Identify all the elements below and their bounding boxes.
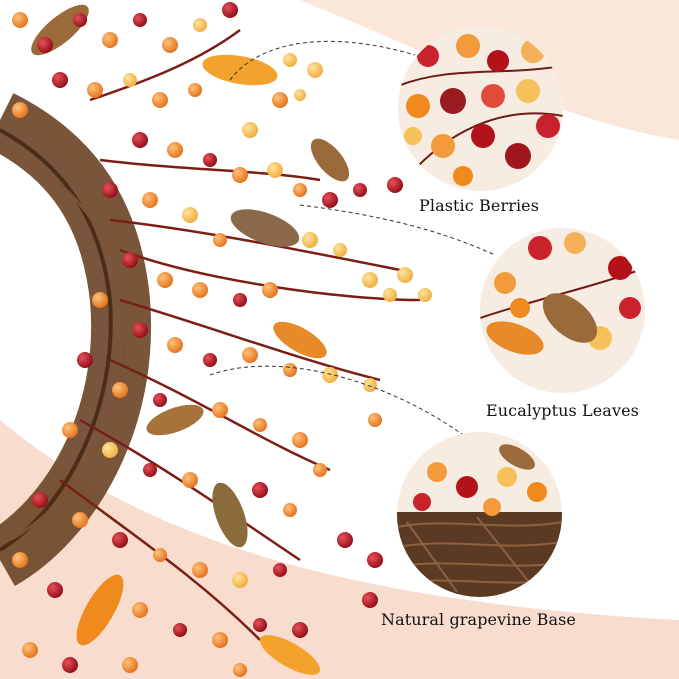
callout-label-plastic-berries: Plastic Berries	[419, 196, 540, 215]
leaves-closeup-icon	[480, 228, 645, 393]
wreath-image	[0, 2, 432, 677]
berries-closeup	[398, 26, 563, 191]
grapevine-closeup-icon	[397, 432, 562, 597]
callout-label-natural-grapevine-base: Natural grapevine Base	[381, 610, 576, 629]
berries-closeup-icon	[398, 26, 563, 191]
grapevine-closeup	[397, 432, 562, 597]
leaves-closeup	[480, 228, 645, 393]
callout-label-eucalyptus-leaves: Eucalyptus Leaves	[486, 401, 639, 420]
